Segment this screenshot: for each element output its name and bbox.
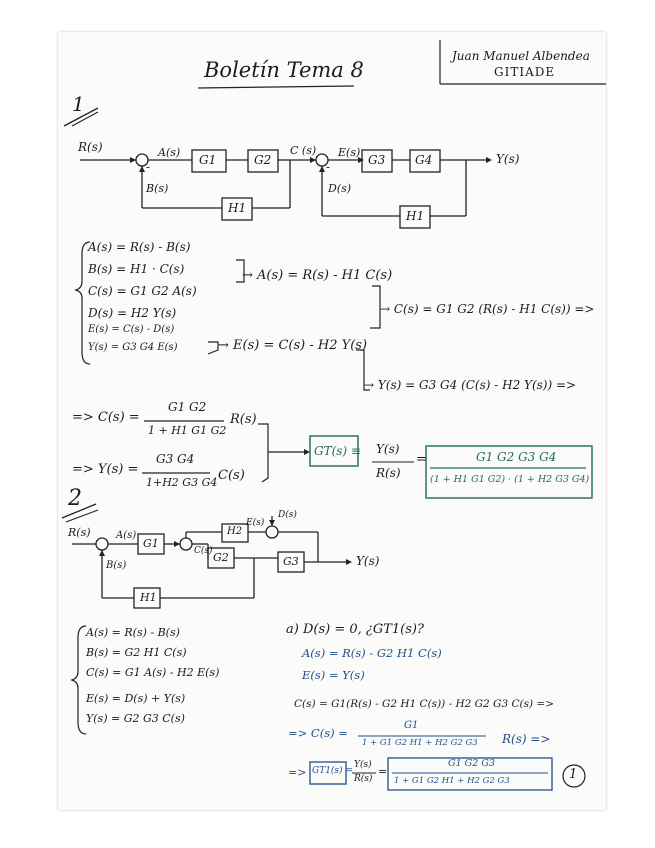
page-number-circle — [58, 32, 606, 810]
notebook-page: Boletín Tema 8 Juan Manuel Albendea GITI… — [58, 32, 606, 810]
page-number: 1 — [569, 767, 577, 782]
